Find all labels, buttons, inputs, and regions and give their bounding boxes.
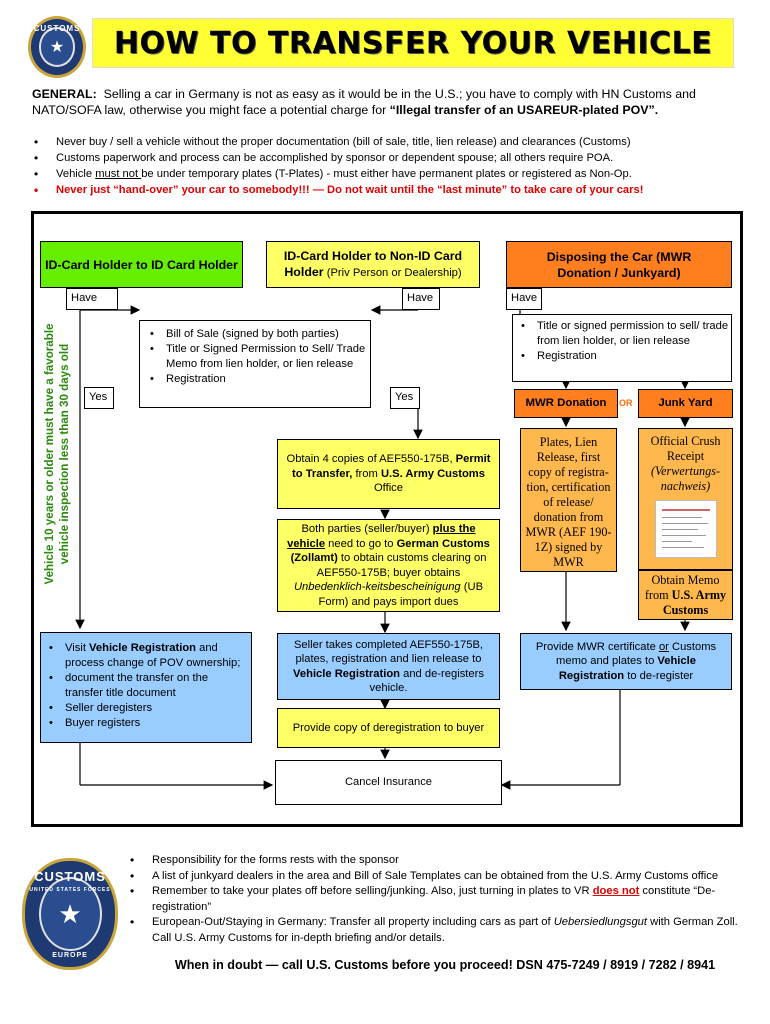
yes-label-col2: Yes <box>390 387 420 409</box>
list-item: Registration <box>144 372 366 387</box>
list-item: Seller deregisters <box>43 701 249 716</box>
list-item: A list of junkyard dealers in the area a… <box>128 869 748 885</box>
list-item: Buyer registers <box>43 716 249 731</box>
mwr-donation-box: MWR Donation <box>514 389 618 418</box>
cancel-insurance-box: Cancel Insurance <box>275 760 502 805</box>
logo-bottom-ring-text: UNITED STATES FORCES <box>29 887 111 893</box>
list-item: Registration <box>515 349 729 364</box>
list-item: Customs paperwork and process can be acc… <box>32 150 752 166</box>
logo-bottom-text: CUSTOMS <box>34 869 106 884</box>
yes-label-col1: Yes <box>84 387 114 409</box>
header-id-to-non-id: ID-Card Holder to Non-ID Card Holder (Pr… <box>266 241 480 288</box>
list-item: Responsibility for the forms rests with … <box>128 853 748 869</box>
permit-to-transfer-box: Obtain 4 copies of AEF550-175B, Permit t… <box>277 439 500 509</box>
list-item: Visit Vehicle Registration and process c… <box>43 641 249 671</box>
crush-receipt-box: Official Crush Receipt (Verwertungs-nach… <box>638 428 733 570</box>
eagle-seal-icon: ★ <box>38 27 76 67</box>
mwr-certificate-box: Provide MWR certificate or Customs memo … <box>520 633 732 690</box>
have-label-col1: Have <box>66 288 118 310</box>
top-bullet-list: Never buy / sell a vehicle without the p… <box>32 134 752 198</box>
disposal-requirements-box: Title or signed permission to sell/ trad… <box>512 314 732 382</box>
list-item: European-Out/Staying in Germany: Transfe… <box>128 915 748 946</box>
header-disposing-car: Disposing the Car (MWR Donation / Junkya… <box>506 241 732 288</box>
general-emphasis: “Illegal transfer of an USAREUR-plated P… <box>389 103 659 117</box>
customs-logo-top: ★ CUSTOMS <box>28 16 86 78</box>
vehicle-registration-steps-box: Visit Vehicle Registration and process c… <box>40 632 252 743</box>
list-item: Never buy / sell a vehicle without the p… <box>32 134 752 150</box>
list-item: Title or Signed Permission to Sell/ Trad… <box>144 342 366 372</box>
seller-deregisters-box: Seller takes completed AEF550-175B, plat… <box>277 633 500 700</box>
mwr-documents-box: Plates, Lien Release, first copy of regi… <box>520 428 617 572</box>
list-item: document the transfer on the transfer ti… <box>43 671 249 701</box>
logo-bottom-footer-text: EUROPE <box>52 952 88 959</box>
have-label-col2: Have <box>402 288 440 310</box>
or-label: OR <box>619 398 633 408</box>
eagle-seal-icon: ★ <box>38 876 102 952</box>
inspection-requirement-note: Vehicle 10 years or older must have a fa… <box>43 323 71 585</box>
customs-logo-bottom: ★ CUSTOMS UNITED STATES FORCES EUROPE <box>22 858 118 970</box>
warning-item: Never just “hand-over” your car to someb… <box>32 182 752 198</box>
bottom-bullet-list: Responsibility for the forms rests with … <box>128 853 748 946</box>
page-title: HOW TO TRANSFER YOUR VEHICLE <box>113 25 713 61</box>
list-item: Title or signed permission to sell/ trad… <box>515 319 729 349</box>
general-paragraph: GENERAL: Selling a car in Germany is not… <box>32 86 752 118</box>
list-item: Bill of Sale (signed by both parties) <box>144 327 366 342</box>
title-banner: HOW TO TRANSFER YOUR VEHICLE <box>92 18 734 68</box>
customs-memo-box: Obtain Memo from U.S. Army Customs <box>638 570 733 620</box>
list-item: Remember to take your plates off before … <box>128 884 748 915</box>
have-label-col3: Have <box>506 288 542 310</box>
german-customs-box: Both parties (seller/buyer) plus the veh… <box>277 519 500 612</box>
contact-footer: When in doubt — call U.S. Customs before… <box>174 958 716 972</box>
shared-requirements-box: Bill of Sale (signed by both parties) Ti… <box>139 320 371 408</box>
header-id-to-id: ID-Card Holder to ID Card Holder <box>40 241 243 288</box>
logo-top-text: CUSTOMS <box>33 24 81 33</box>
deregistration-copy-box: Provide copy of deregistration to buyer <box>277 708 500 748</box>
junk-yard-box: Junk Yard <box>638 389 733 418</box>
list-item: Vehicle must not be under temporary plat… <box>32 166 752 182</box>
receipt-document-image <box>654 500 717 558</box>
general-label: GENERAL: <box>32 87 97 101</box>
flowchart-frame <box>31 211 743 827</box>
general-text: Selling a car in Germany is not as easy … <box>32 87 696 117</box>
